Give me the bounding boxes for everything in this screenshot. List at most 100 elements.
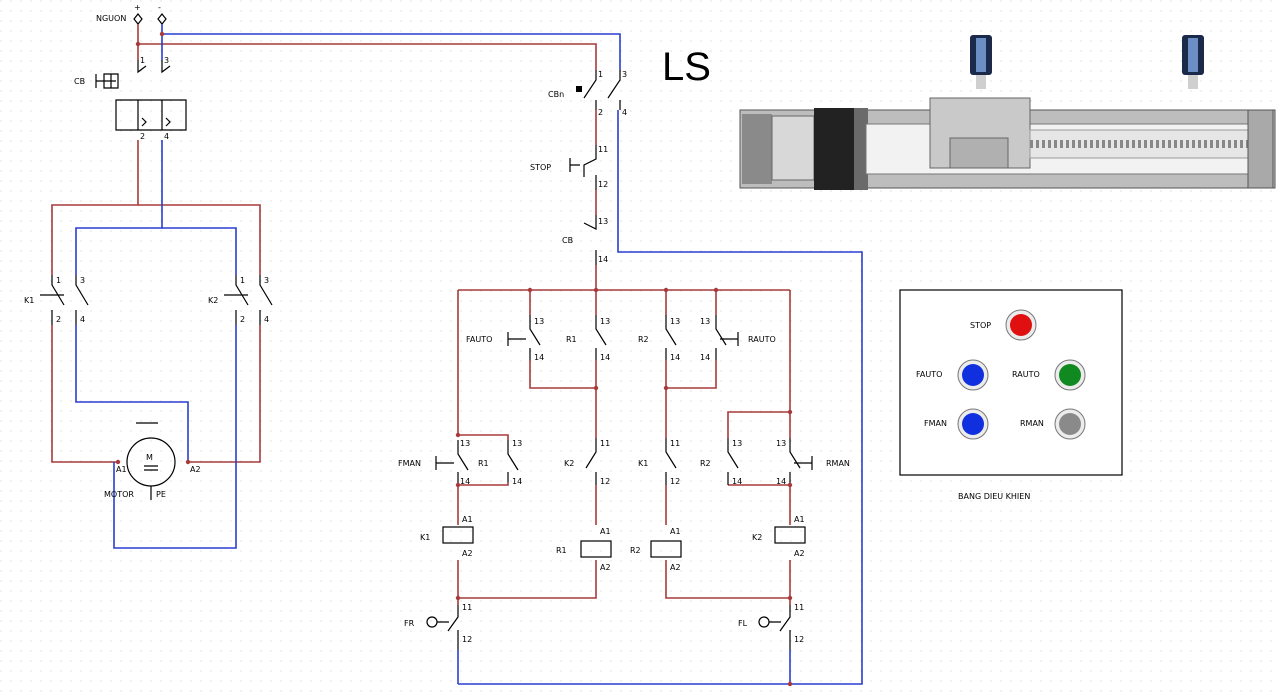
k1-power-contacts: K1 1 3 2 4 (24, 275, 89, 325)
control-header: CBn 1 3 2 4 STOP 11 12 CB 13 14 (530, 70, 627, 265)
diagram-label: 13 (598, 217, 608, 226)
diagram-label: K2 (564, 459, 574, 468)
diagram-label: 14 (512, 477, 522, 486)
diagram-label: 11 (794, 603, 804, 612)
red-wires (51, 24, 791, 605)
cbn-label: CBn (548, 90, 564, 99)
coils: K1 A1 A2 R1 A1 A2 R2 A1 A2 K2 A1 A2 (420, 515, 806, 572)
rauto-button[interactable] (1054, 359, 1086, 391)
diagram-label: FAUTO (916, 370, 942, 379)
diagram-label: A2 (794, 549, 805, 558)
diagram-label: A2 (670, 563, 681, 572)
diagram-label: FR (404, 619, 415, 628)
diagram-label: 12 (670, 477, 680, 486)
diagram-label: STOP (970, 321, 991, 330)
diagram-label: A2 (190, 465, 201, 474)
main-breaker: CB 1 3 2 4 (74, 56, 187, 141)
stop-button[interactable] (1005, 309, 1037, 341)
diagram-label: R2 (700, 459, 711, 468)
diagram-label: 12 (600, 477, 610, 486)
diagram-label: R2 (630, 546, 641, 555)
motor: M MOTOR PE A1 A2 (104, 422, 201, 500)
junction-dots (115, 31, 793, 687)
diagram-label: 13 (512, 439, 522, 448)
power-plus: + (134, 3, 141, 12)
diagram-label: RMAN (826, 459, 850, 468)
diagram-label: K2 (208, 296, 218, 305)
diagram-label: 2 (240, 315, 245, 324)
diagram-label: FMAN (398, 459, 421, 468)
cb-label: CB (74, 77, 85, 86)
diagram-label: 1 (56, 276, 61, 285)
diagram-label: K2 (752, 533, 762, 542)
power-label: NGUON (96, 14, 126, 23)
diagram-label: 13 (700, 317, 710, 326)
motor-label: MOTOR (104, 490, 134, 499)
diagram-label: 12 (794, 635, 804, 644)
linear-actuator (739, 97, 1276, 190)
rman-lamp (1059, 413, 1081, 435)
diagram-label: RAUTO (1012, 370, 1040, 379)
diagram-label: FL (738, 619, 748, 628)
diagram-label: 13 (732, 439, 742, 448)
diagram-label: 14 (776, 477, 786, 486)
limit-sensor-left (970, 35, 992, 89)
diagram-label: 13 (600, 317, 610, 326)
top-contacts: FAUTO 13 14 R1 13 14 R2 13 14 RAUTO 13 1… (466, 315, 776, 362)
diagram-label: 2 (56, 315, 61, 324)
diagram-label: 4 (164, 132, 169, 141)
diagram-label: R2 (638, 335, 649, 344)
diagram-label: 1 (598, 70, 603, 79)
diagram-label: A1 (462, 515, 473, 524)
fman-lamp (962, 413, 984, 435)
stop-lamp (1010, 314, 1032, 336)
middle-contacts: FMAN 13 14 R1 13 14 K2 11 12 K1 11 12 R2… (398, 438, 850, 486)
power-minus: - (158, 3, 161, 12)
diagram-label: 14 (670, 353, 680, 362)
diagram-label: 3 (80, 276, 85, 285)
stop-label: STOP (530, 163, 551, 172)
diagram-label: 12 (598, 180, 608, 189)
diagram-label: FMAN (924, 419, 947, 428)
diagram-label: 1 (240, 276, 245, 285)
diagram-label: K1 (24, 296, 34, 305)
diagram-label: 4 (80, 315, 85, 324)
rman-button[interactable] (1054, 408, 1086, 440)
diagram-label: 13 (534, 317, 544, 326)
fauto-button[interactable] (957, 359, 989, 391)
diagram-label: 13 (460, 439, 470, 448)
diagram-label: 14 (460, 477, 470, 486)
diagram-label: 14 (598, 255, 608, 264)
diagram-label: M (146, 453, 153, 462)
limit-sensor-right (1182, 35, 1204, 89)
limit-switches: FR 11 12 FL 11 12 (404, 603, 804, 650)
diagram-label: R1 (566, 335, 577, 344)
diagram-label: 14 (600, 353, 610, 362)
diagram-label: 2 (140, 132, 145, 141)
diagram-label: 11 (598, 145, 608, 154)
diagram-label: 4 (622, 108, 627, 117)
diagram-label: 14 (700, 353, 710, 362)
diagram-label: A1 (116, 465, 127, 474)
ls-title: LS (662, 45, 711, 89)
diagram-label: 1 (140, 56, 145, 65)
diagram-label: K1 (638, 459, 648, 468)
diagram-label: 13 (670, 317, 680, 326)
fman-button[interactable] (957, 408, 989, 440)
diagram-label: RMAN (1020, 419, 1044, 428)
diagram-label: 4 (264, 315, 269, 324)
fauto-lamp (962, 364, 984, 386)
k2-power-contacts: K2 1 3 2 4 (208, 275, 273, 325)
diagram-label: 11 (600, 439, 610, 448)
diagram-label: 3 (622, 70, 627, 79)
blue-wires (75, 24, 863, 685)
diagram-label: A1 (670, 527, 681, 536)
diagram-label: 3 (264, 276, 269, 285)
diagram-label: K1 (420, 533, 430, 542)
diagram-label: R1 (478, 459, 489, 468)
diagram-label: R1 (556, 546, 567, 555)
diagram-label: 11 (670, 439, 680, 448)
diagram-label: 12 (462, 635, 472, 644)
panel-buttons[interactable] (957, 309, 1086, 440)
